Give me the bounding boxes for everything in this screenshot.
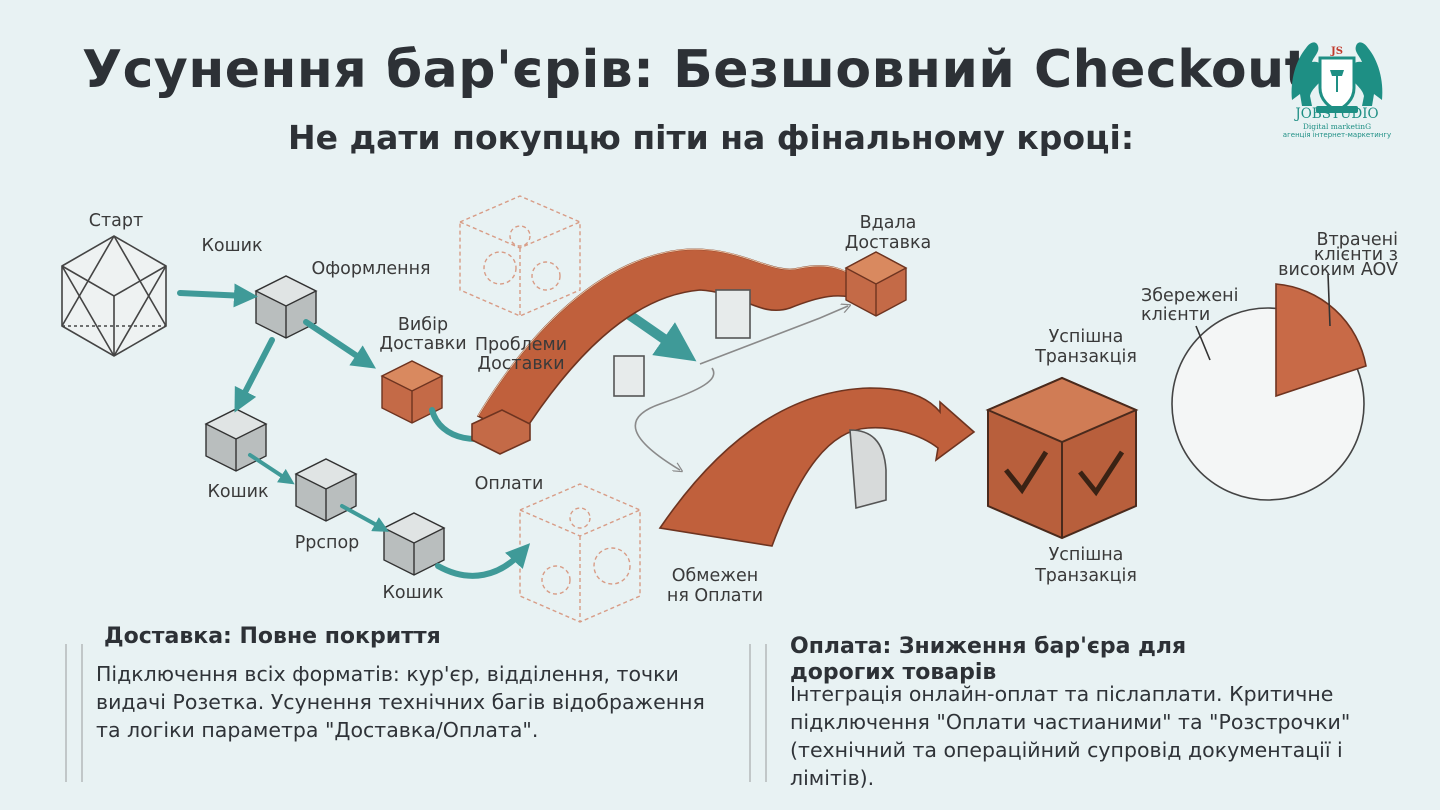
- payment-section-title: Оплата: Зниження бар'єра для дорогих тов…: [790, 634, 1187, 685]
- label-pie-saved: Збережені клієнти: [1141, 286, 1239, 325]
- label-transaction-bottom: Успішна Транзакція: [1035, 545, 1137, 586]
- delivery-section-body: Підключення всіх форматів: кур'єр, відді…: [96, 662, 705, 742]
- transaction-crate: [985, 376, 1139, 540]
- label-cart3: Кошик: [382, 583, 444, 603]
- start-cube: [61, 235, 167, 357]
- cart1-cube: [254, 275, 318, 339]
- payment-section-body: Інтеграція онлайн-оплат та післаплати. К…: [790, 682, 1351, 790]
- logo-name: JOBSTUDIO: [1295, 106, 1379, 122]
- payment-sketch-icon: [519, 483, 641, 623]
- label-delivery-choice: Вибір Доставки: [379, 315, 467, 354]
- label-cart2: Кошик: [207, 482, 269, 502]
- label-delivery-problems: Проблеми Доставки: [474, 335, 568, 374]
- page-subtitle: Не дати покупцю піти на фінальному кроці…: [288, 118, 1135, 157]
- separators: [65, 644, 767, 782]
- label-payment-limits: Обмежен ня Оплати: [666, 566, 764, 606]
- logo-tagline: Digital marketinG: [1302, 122, 1372, 131]
- successful-delivery-cube: [844, 251, 908, 317]
- label-payments: Оплати: [474, 474, 544, 494]
- rrspor-cube: [294, 458, 358, 522]
- delivery-problems-sketch-icon: [459, 195, 581, 317]
- label-transaction-top: Успішна Транзакція: [1035, 327, 1137, 367]
- page-title: Усунення бар'єрів: Безшовний Checkout: [82, 40, 1311, 100]
- label-start: Старт: [88, 211, 144, 231]
- svg-text:JS: JS: [1330, 46, 1343, 57]
- outline-arrows: [634, 306, 848, 470]
- label-rrspor: Ррспор: [294, 533, 360, 553]
- label-checkout: Оформлення: [311, 259, 431, 279]
- label-cart1: Кошик: [201, 236, 263, 256]
- delivery-section-title: Доставка: Повне покриття: [104, 624, 441, 649]
- delivery-choice-cube: [380, 360, 444, 424]
- label-successful-delivery: Вдала Доставка: [844, 213, 932, 253]
- jobstudio-logo: JS: [1291, 42, 1383, 113]
- cart3-cube: [382, 512, 446, 576]
- payment-bridge: [658, 387, 976, 547]
- retention-pie: [1171, 273, 1367, 501]
- label-pie-lost: Втрачені клієнти з високим AOV: [1278, 230, 1398, 280]
- logo-subline: агенція інтернет-маркетингу: [1282, 131, 1392, 139]
